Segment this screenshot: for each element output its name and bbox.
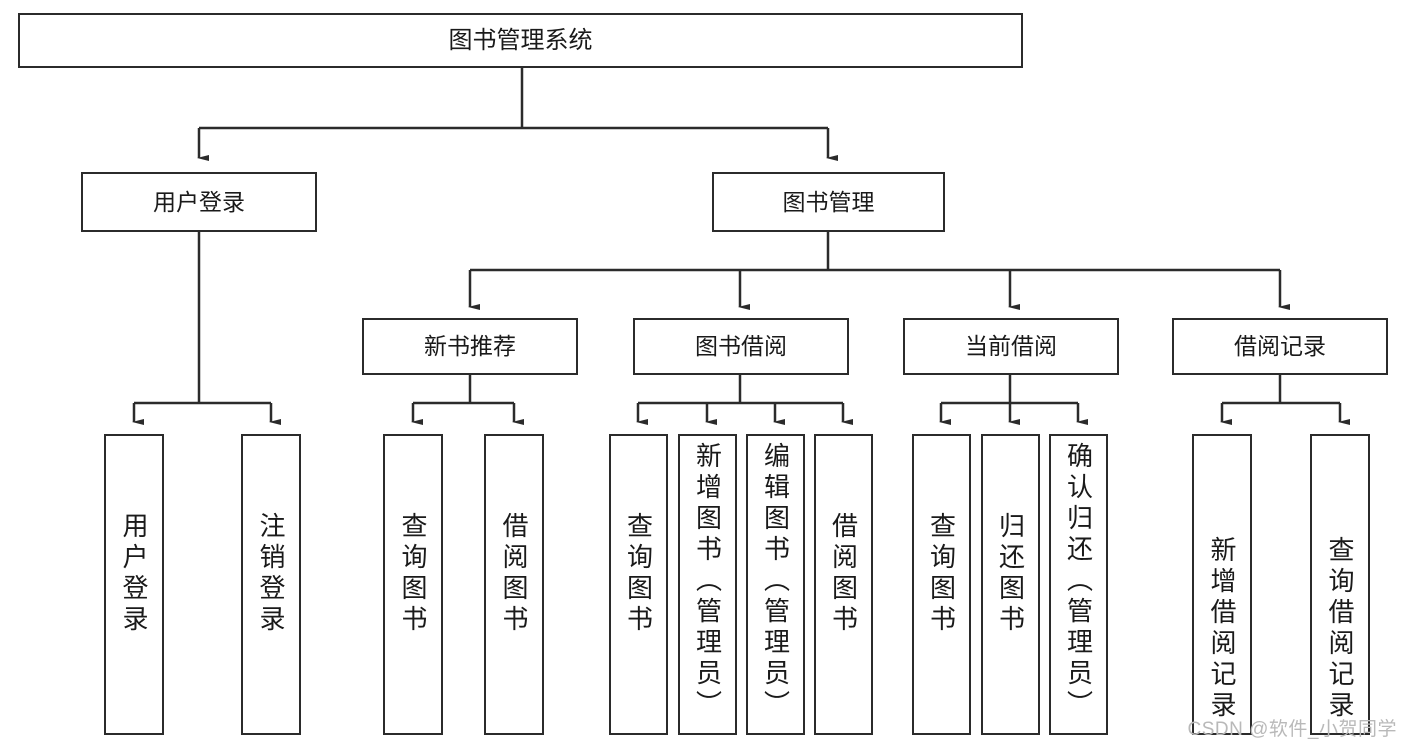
node-label: 新增借阅记录: [1207, 536, 1237, 722]
node-label: 借阅图书: [828, 512, 859, 636]
node-book-management[interactable]: 图书管理: [712, 172, 945, 232]
node-label: 查询图书: [398, 512, 428, 636]
node-book-borrow[interactable]: 图书借阅: [633, 318, 849, 375]
node-label: 编辑图书（管理员）: [760, 442, 791, 721]
node-label: 当前借阅: [965, 333, 1057, 360]
node-label: 查询借阅记录: [1325, 536, 1355, 722]
watermark: CSDN @软件_小贺同学: [1187, 719, 1397, 740]
leaf-confirm-return-admin[interactable]: 确认归还（管理员）: [1049, 434, 1108, 735]
leaf-add-book-admin[interactable]: 新增图书（管理员）: [678, 434, 737, 735]
leaf-add-borrow-record[interactable]: 新增借阅记录: [1192, 434, 1252, 735]
leaf-query-book-recommend[interactable]: 查询图书: [383, 434, 443, 735]
node-label: 借阅图书: [499, 512, 529, 636]
leaf-return-book[interactable]: 归还图书: [981, 434, 1040, 735]
node-label: 新书推荐: [424, 333, 516, 360]
node-borrow-record[interactable]: 借阅记录: [1172, 318, 1388, 375]
node-label: 图书管理系统: [448, 26, 593, 54]
leaf-query-book-borrow[interactable]: 查询图书: [609, 434, 668, 735]
leaf-user-logout[interactable]: 注销登录: [241, 434, 301, 735]
node-root-system[interactable]: 图书管理系统: [18, 13, 1023, 68]
leaf-edit-book-admin[interactable]: 编辑图书（管理员）: [746, 434, 805, 735]
node-user-login[interactable]: 用户登录: [81, 172, 317, 232]
node-label: 新增图书（管理员）: [692, 442, 723, 721]
leaf-borrow-book-recommend[interactable]: 借阅图书: [484, 434, 544, 735]
node-label: 查询图书: [623, 512, 654, 636]
node-label: 用户登录: [153, 188, 245, 215]
leaf-user-login[interactable]: 用户登录: [104, 434, 164, 735]
leaf-borrow-book[interactable]: 借阅图书: [814, 434, 873, 735]
node-label: 用户登录: [119, 512, 149, 636]
node-label: 归还图书: [995, 512, 1026, 636]
node-label: 借阅记录: [1234, 333, 1326, 360]
node-current-borrow[interactable]: 当前借阅: [903, 318, 1119, 375]
leaf-query-borrow-record[interactable]: 查询借阅记录: [1310, 434, 1370, 735]
node-label: 查询图书: [926, 512, 957, 636]
node-label: 确认归还（管理员）: [1063, 442, 1094, 721]
node-label: 图书管理: [782, 188, 875, 215]
node-new-book-recommend[interactable]: 新书推荐: [362, 318, 578, 375]
node-label: 注销登录: [256, 512, 286, 636]
leaf-query-book-current[interactable]: 查询图书: [912, 434, 971, 735]
node-label: 图书借阅: [695, 333, 787, 360]
